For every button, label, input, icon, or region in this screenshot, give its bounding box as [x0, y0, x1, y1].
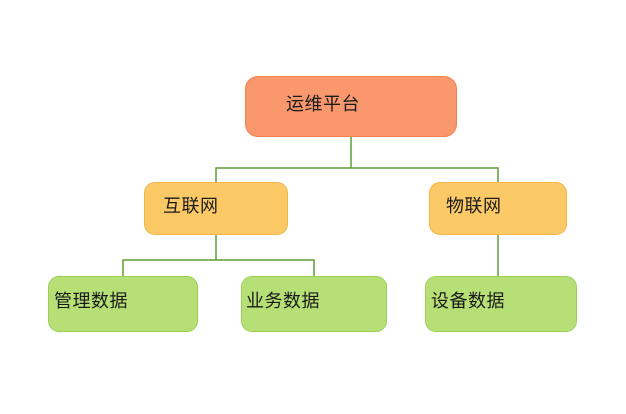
node-device-data-label: 设备数据 [431, 291, 505, 311]
connector-root-to-level2 [215, 137, 499, 182]
node-management-data[interactable]: 管理数据 [48, 276, 198, 332]
node-business-data[interactable]: 业务数据 [241, 276, 387, 332]
node-iot-label: 物联网 [446, 195, 502, 216]
node-business-data-label: 业务数据 [246, 291, 320, 311]
node-internet[interactable]: 互联网 [144, 182, 288, 235]
node-ops-platform-label: 运维平台 [286, 93, 360, 114]
node-device-data[interactable]: 设备数据 [425, 276, 577, 332]
node-ops-platform[interactable]: 运维平台 [245, 76, 457, 137]
node-internet-label: 互联网 [163, 195, 219, 216]
connector-internet-to-children [122, 235, 315, 276]
node-management-data-label: 管理数据 [54, 291, 128, 311]
node-iot[interactable]: 物联网 [429, 182, 567, 235]
